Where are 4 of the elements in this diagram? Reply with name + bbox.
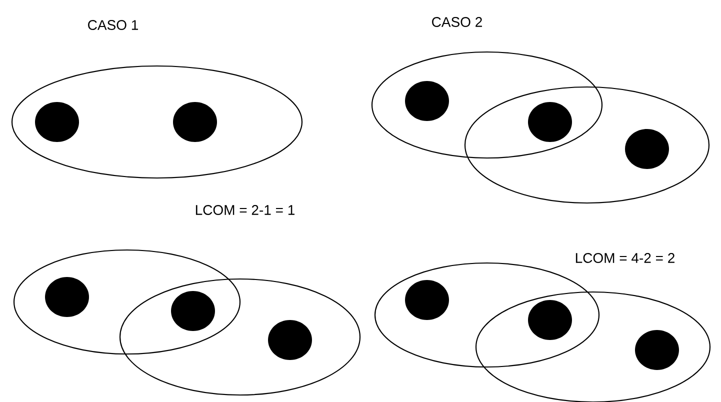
label: LCOM = 4-2 = 2 (576, 253, 674, 263)
label: CASO 1 (88, 20, 138, 30)
label: CASO 2 (432, 17, 482, 27)
label: LCOM = 2-1 = 1 (196, 205, 294, 215)
